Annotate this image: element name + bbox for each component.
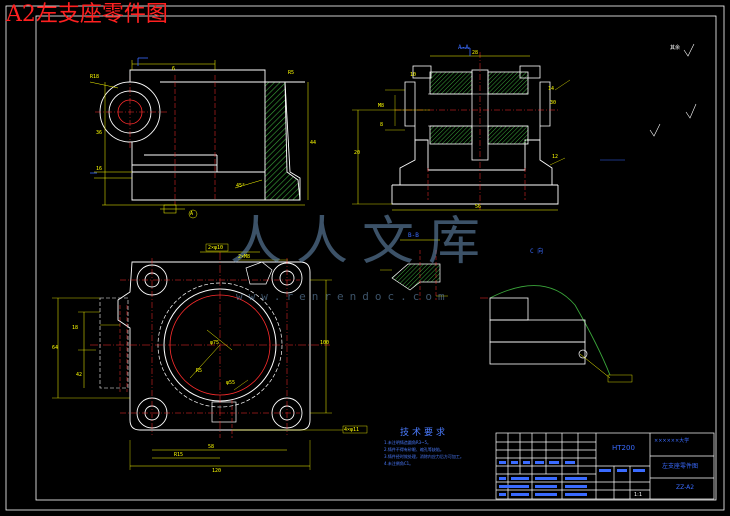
front-view — [89, 57, 309, 219]
watermark-brand: 人人文库 — [230, 212, 495, 272]
dim-plan-100: 100 — [320, 340, 330, 346]
title-block-cells — [499, 461, 645, 496]
view-label-c: C 向 — [530, 248, 544, 255]
view-label-a-a: A-A — [458, 44, 469, 51]
dim-plan-phi75: φ75 — [210, 340, 220, 346]
tech-note-2: 2.铸件不得有砂眼、缩孔等缺陷。 — [384, 447, 444, 452]
dim-side-8: 8 — [380, 122, 384, 128]
dim-front-16: 16 — [96, 166, 103, 172]
dim-side-m8: M8 — [378, 103, 385, 109]
dim-front-44: 44 — [310, 140, 317, 146]
watermark-url: www.renrendoc.com — [236, 290, 451, 303]
title-block-part-name: 左支座零件图 — [662, 463, 699, 470]
dim-front-r18: R18 — [90, 74, 100, 80]
dim-front-45deg: 45° — [236, 183, 246, 189]
dim-side-28: 28 — [472, 50, 479, 56]
dim-plan-r5: R5 — [196, 368, 203, 374]
dim-side-30: 30 — [550, 100, 557, 106]
dim-side-20: 20 — [354, 150, 361, 156]
dim-side-14: 14 — [548, 86, 555, 92]
dim-plan-2xm8: 2×M8 — [238, 254, 251, 260]
title-block-scale: 1:1 — [634, 492, 643, 498]
page-title: A2左支座零件图 — [6, 2, 168, 27]
dim-front-r5: R5 — [288, 70, 295, 76]
title-block-sheet-no: ZZ-A2 — [676, 484, 695, 491]
section-b-b — [380, 239, 448, 300]
plan-view — [52, 243, 368, 470]
dim-plan-r15: R15 — [174, 452, 184, 458]
dim-plan-120: 120 — [212, 468, 222, 474]
tech-note-4: 4.未注倒角C1。 — [384, 461, 414, 466]
dim-front-36: 36 — [96, 130, 103, 136]
dim-plan-64: 64 — [52, 345, 59, 351]
inner-frame — [35, 15, 717, 501]
dim-plan-4xphi11: 4×φ11 — [344, 427, 360, 433]
outer-frame — [5, 5, 725, 511]
dim-side-12: 12 — [552, 154, 559, 160]
title-block-school: ××××××大学 — [654, 438, 690, 444]
dim-front-6: 6 — [172, 66, 176, 72]
tech-requirements-heading: 技术要求 — [400, 428, 449, 438]
tech-note-1: 1.未注明铸造圆角R3~5。 — [384, 440, 432, 445]
dim-side-56: 56 — [475, 204, 482, 210]
title-block-material: HT200 — [612, 444, 635, 452]
dim-plan-58: 58 — [208, 444, 215, 450]
dim-plan-18: 18 — [72, 325, 79, 331]
dim-side-10: 10 — [410, 72, 417, 78]
datum-a: A — [190, 211, 194, 217]
roughness-symbols — [600, 43, 697, 161]
tech-note-3: 3.铸件经时效处理，消除内应力后方可加工。 — [384, 454, 464, 459]
dim-plan-2xphi10: 2×φ10 — [208, 245, 224, 251]
dim-plan-42: 42 — [76, 372, 83, 378]
detail-c-view — [480, 285, 633, 383]
dim-plan-phi55: φ55 — [226, 380, 236, 386]
roughness-note: 其余 — [670, 45, 681, 51]
view-label-b-b: B-B — [408, 232, 419, 239]
side-view — [352, 47, 571, 211]
